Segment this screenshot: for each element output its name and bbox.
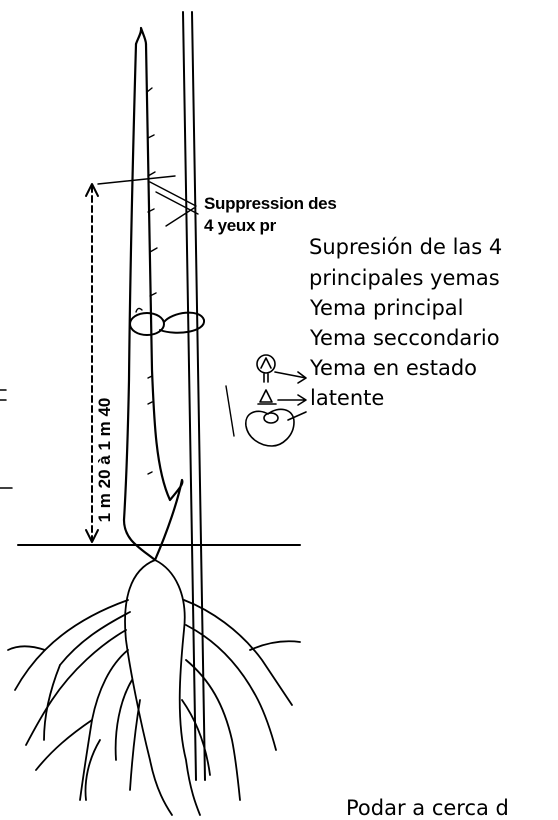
root-system xyxy=(7,559,301,816)
principal-arrow xyxy=(274,371,307,384)
latent-arrow xyxy=(287,411,307,421)
suppression-label-fr-2: 4 yeux pr xyxy=(204,216,276,235)
left-edge-mark xyxy=(0,389,7,401)
latente-label-2: latente xyxy=(310,386,385,410)
yema-principal-label: Yema principal xyxy=(310,296,464,320)
support-stake xyxy=(182,11,206,781)
cane-buds xyxy=(135,87,158,475)
suppression-label-fr-1: Suppression des xyxy=(204,194,337,213)
supresion-label-2: principales yemas xyxy=(309,266,500,290)
secondary-arrow xyxy=(277,394,307,406)
yema-secundario-label: Yema seccondario xyxy=(310,326,500,350)
principal-bud-icon xyxy=(256,354,276,383)
latent-bud-icon xyxy=(245,408,295,447)
footer-podar-label: Podar a cerca d xyxy=(346,796,509,820)
latente-label-1: Yema en estado xyxy=(310,356,478,380)
pruning-ring xyxy=(129,311,205,336)
vine-cane xyxy=(122,26,184,562)
height-dimension xyxy=(85,183,99,543)
secondary-bud-icon xyxy=(257,389,277,405)
suppression-pointers xyxy=(97,175,199,227)
supresion-label-1: Supresión de las 4 xyxy=(309,235,503,259)
guide-line xyxy=(225,385,235,437)
height-measurement-label: 1 m 20 à 1 m 40 xyxy=(95,397,114,523)
